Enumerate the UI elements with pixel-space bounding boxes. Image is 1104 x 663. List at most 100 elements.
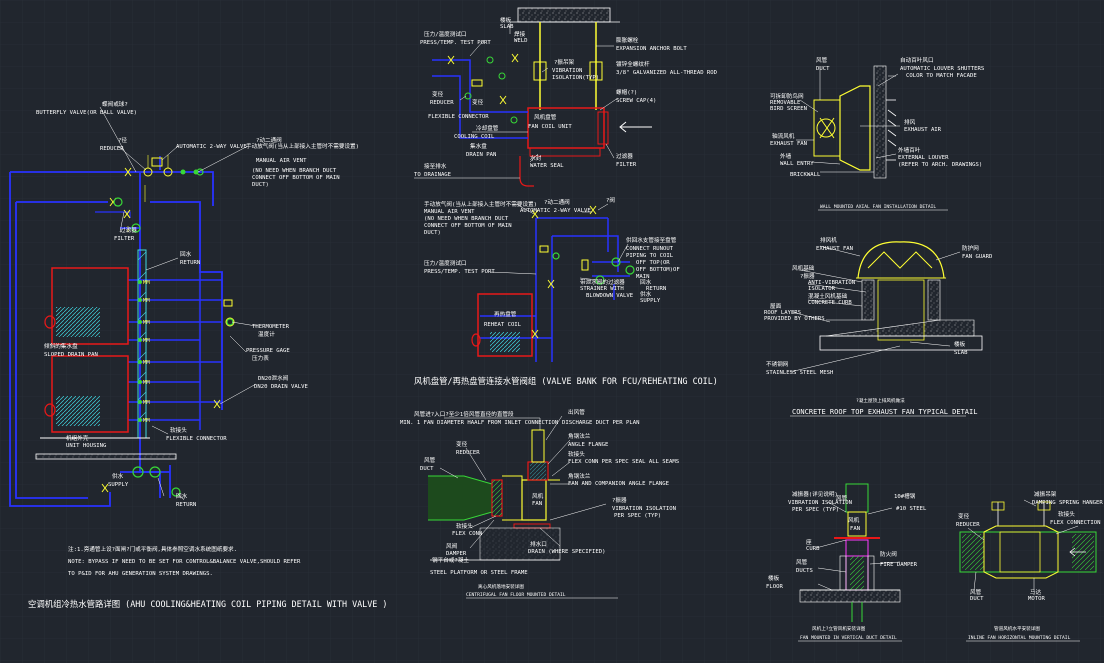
ahu-sloped-cn: 倾斜的集水盘 [44,342,78,350]
if-reducer-cn: 变径 [958,512,970,520]
vb-return-label: RETURN [646,286,666,292]
ahu-air-vent-2: (NO NEED WHEN BRANCH DUCT [252,168,337,174]
detail-vertical-fan: 减振器(详见说明) VIBRATION ISOLATION PER SPEC (… [766,483,927,642]
ahu-mm-5: MM [143,360,150,366]
ahu-thermometer-label: THERMOMETER [252,324,290,330]
wf-duct-cn: 风管 [816,56,828,64]
if-hanger-cn: 减振吊架 [1034,490,1057,498]
rf-fan-label: EXHAUST FAN [816,246,853,252]
fcu-weld-cn: 焊接 [514,30,526,38]
rf-roof-label: ROOF LAYERS [764,310,801,316]
vf-steel-label: #10 STEEL [896,506,927,512]
fcu-weld-label: WELD [514,38,528,44]
vb-reheat-label: REHEAT COIL [484,322,522,328]
cf-fan-label: FAN [532,501,542,507]
detail-wall-fan: 风管 DUCT 自动百叶风口 AUTOMATIC LOUVER SHUTTERS… [770,56,984,211]
fcu-filter-label: FILTER [616,162,637,168]
wf-wire-label: REMOVABLE [770,100,801,106]
vf-damper-cn: 防火阀 [880,550,897,558]
vf-title: FAN MOUNTED IN VERTICAL DUCT DETAIL [800,635,897,641]
vb-air-vent-cn: 手动放气阀(当从上部接入主管时不需要设置) [424,200,537,208]
wf-louver-cn: 自动百叶风口 [900,56,934,64]
wf-duct-label: DUCT [816,66,830,72]
wf-wall-label: WALL ENTRY [780,161,814,167]
vb-air-vent-1: MANUAL AIR VENT [424,209,475,215]
fcu-flexcon-cn: 变径 [472,98,484,106]
cf-reducer-cn: 变径 [456,440,468,448]
vf-vib-cn: 减振器(详见说明) [792,490,838,498]
ahu-return-cn: 回水 [180,250,192,258]
vb-strainer-1: STRAINER WITH [580,286,624,292]
wf-ext-cn: 外墙百叶 [898,146,921,154]
rf-curb-label: CONCRETE CURB [808,300,852,306]
ahu-auto-valve-label: AUTOMATIC 2-WAY VALVE [176,144,247,150]
cf-discharge-cn: 出风管 [568,408,585,416]
rf-vib-cn: ?振器 [800,272,815,280]
if-title-cn: 管道风机水平安装详图 [994,625,1040,632]
fcu-reducer-cn: 变径 [432,90,444,98]
fcu-slab-cn: 楼板 [500,16,512,24]
if-duct-label: DUCT [970,596,984,602]
detail-fcu-suspension: 楼板 SLAB 焊接 WELD 压力/温度测试口 PRESS/TEMP. TES… [414,7,718,187]
vb-reheat-cn: 再热盘管 [494,310,517,318]
ahu-mm-8: MM [143,418,150,424]
rf-fan-cn: 排风机 [820,236,837,244]
ahu-air-vent-cn: 手动放气阀(当从上部接入主管时不需要设置) [246,142,359,150]
fcu-filter-cn: 过滤器 [616,152,633,160]
ahu-butterfly-cn: 蝶阀或球? [102,100,128,108]
cf-companion-cn: 角钢法兰 [568,472,591,480]
cf-title-cn: 离心风机落地安装详图 [478,583,524,590]
vf-vib-label: VIBRATION ISOLATION [788,500,852,506]
rf-curb-cn: 混凝土风机基础 [808,292,848,300]
vb-air-vent-4: DUCT) [424,230,441,236]
vb-runout-5: MAIN [636,274,649,280]
cf-duct-cn: 风管 [424,456,436,464]
ahu-auto-valve-cn: ?动二通阀 [256,136,282,144]
cf-flex-cn: 软接头 [568,450,585,458]
fcu-rod-label: 3/8" GALVANIZED ALL-THREAD ROD [616,70,718,76]
cf-companion-label: FAN AND COMPANION ANGLE FLANGE [568,481,670,487]
cf-fan-cn: 风机 [532,492,544,500]
vb-auto-cn: ?动二通阀 [544,198,570,206]
vb-air-vent-2: (NO NEED WHEN BRANCH DUCT [424,216,509,222]
cf-flex-label: FLEX CONN PER SPEC SEAL ALL SEAMS [568,459,679,465]
cf-title: CENTRIFUGAL FAN FLOOR MOUNTED DETAIL [466,592,566,598]
cf-inlet-cn: 风管进?入口?至少1倍风管直径的直管段 [414,410,514,418]
rf-base-cn: 风机基础 [792,264,815,272]
vf-vib-label-2: PER SPEC (TYP) [792,507,839,513]
if-duct-cn: 风管 [970,588,982,596]
detail-inline-fan: 变径 REDUCER 减振吊架 DAMPING SPRING HANGER 软接… [956,490,1103,642]
ahu-thermometer-cn: 温度计 [258,330,275,338]
vb-runout-cn: 供回水支管接至盘管 [626,236,677,244]
ahu-mm-2: MM [143,298,150,304]
cf-flexconn-cn: 软接头 [456,522,473,530]
vf-damper-label: FIRE DAMPER [880,562,918,568]
wf-wall-cn: 外墙 [780,152,792,160]
ahu-return2-label: RETURN [176,502,196,508]
wf-wire-cn: 可拆卸防鸟网 [770,92,804,100]
rf-mesh-cn: 不锈钢网 [766,360,789,368]
fcu-rod-cn: 镀锌全螺纹杆 [616,60,650,68]
ahu-air-vent-3: CONNECT OFF BOTTOM OF MAIN [252,175,340,181]
if-title: INLINE FAN HORIZONTAL MOUNTING DETAIL [968,635,1071,641]
vf-title-cn: 风机上?立管风机安装详图 [812,625,866,632]
if-motor-label: MOTOR [1028,596,1045,602]
fcu-waterseal-label: WATER SEAL [530,163,564,169]
ahu-pressure-label: PRESSURE GAGE [246,348,290,354]
fcu-todrain-cn: 接至排水 [424,162,447,170]
wf-louver-label-2: COLOR TO MATCH FACADE [906,73,977,79]
if-reducer-label: REDUCER [956,522,980,528]
vb-ball-cn: ?阀 [606,196,615,204]
rf-vib-label-2: ISOLATOR [808,286,836,292]
vf-floor-cn: 楼板 [768,574,780,582]
ahu-reducer-cn: ?径 [118,136,127,144]
vb-strainer-2: BLOWDOWN VALVE [586,293,634,299]
ahu-note-2: NOTE: BYPASS IF NEED TO BE SET FOR CONTR… [68,559,301,565]
vf-steel-cn: 10#槽钢 [894,492,916,500]
cf-vib-label: VIBRATION ISOLATION [612,506,676,512]
fcu-drainpan-cn: 集水盘 [470,142,487,150]
vf-duct-cn: 风管 [836,494,848,502]
cf-drain-cn: 排水口 [530,540,547,548]
vb-auto-valve: AUTOMATIC 2-WAY VALVE [520,208,591,214]
ahu-drain-label: DN20 DRAIN VALVE [254,384,309,390]
